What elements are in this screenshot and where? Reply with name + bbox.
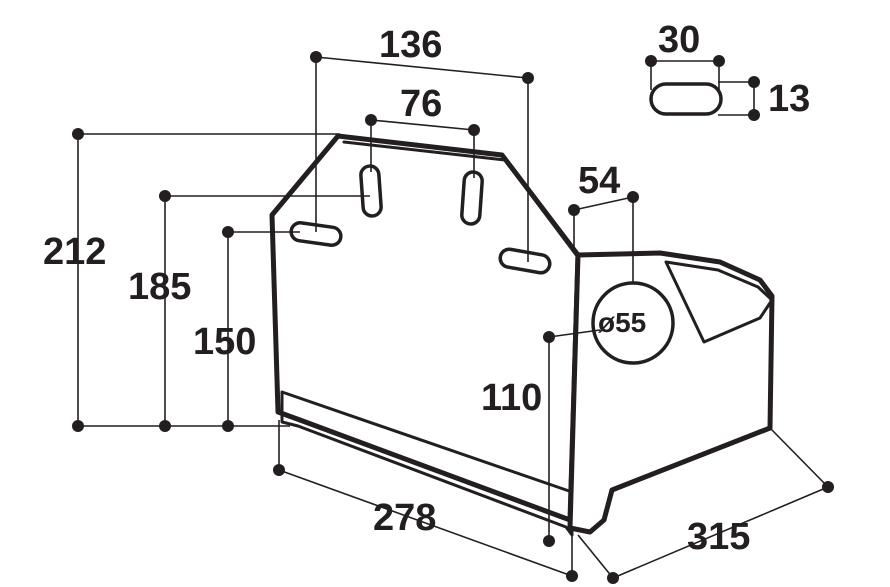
trough [664, 260, 774, 344]
label-136: 136 [379, 24, 442, 66]
vertical-slot-right [460, 170, 484, 226]
label-76: 76 [400, 83, 442, 125]
label-hole-diameter: ø55 [598, 307, 646, 338]
front-panel [567, 250, 775, 535]
dimension-labels: 212 185 150 136 76 54 ø55 110 278 315 30… [43, 19, 810, 558]
label-30: 30 [658, 19, 700, 61]
label-278: 278 [373, 497, 436, 539]
label-150: 150 [193, 321, 256, 363]
label-13: 13 [768, 78, 810, 120]
label-54: 54 [578, 160, 620, 202]
label-212: 212 [43, 231, 106, 273]
label-110: 110 [481, 377, 542, 419]
top-bevel-edge [342, 140, 582, 262]
horizontal-slot-right [498, 247, 552, 275]
side-slots [289, 164, 552, 275]
vertical-slot-left [359, 164, 383, 218]
slot-detail [649, 82, 723, 116]
horizontal-slot-left [289, 221, 343, 247]
label-185: 185 [128, 266, 191, 308]
dimension-lines [72, 51, 834, 584]
label-315: 315 [687, 516, 750, 558]
